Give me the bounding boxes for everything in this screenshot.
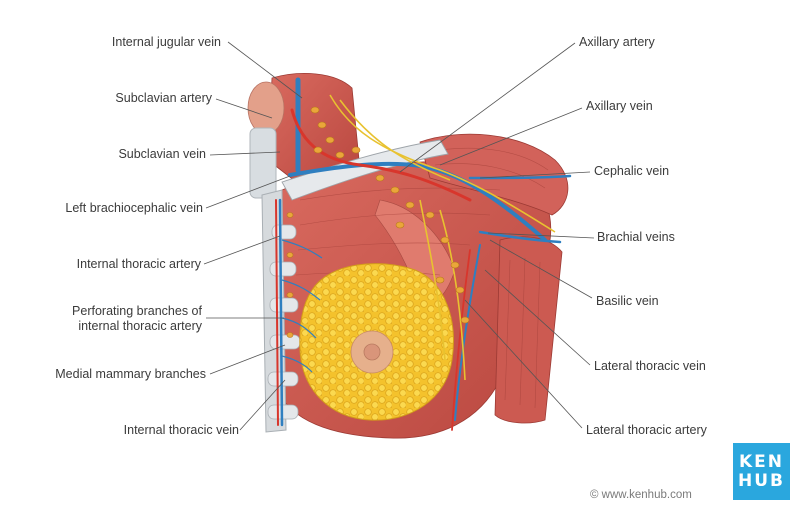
nipple [363,343,381,361]
label-lateral-thoracic-artery: Lateral thoracic artery [586,423,707,437]
label-internal-thoracic-artery: Internal thoracic artery [76,257,201,271]
label-axillary-artery: Axillary artery [579,35,655,49]
leader-lines-right [399,42,595,429]
lymph-nodes [286,106,470,338]
thyroid-gland [247,81,285,135]
leader-lines-left [203,41,303,431]
logo-line-1: KEN [738,452,784,472]
upper-arm [494,236,563,424]
label-medial-mammary-branches: Medial mammary branches [55,367,206,381]
label-subclavian-vein: Subclavian vein [118,147,206,161]
perforating-branches [281,239,323,373]
label-perforating-branches: Perforating branches of internal thoraci… [72,304,202,333]
kenhub-logo[interactable]: KEN HUB [733,443,790,500]
label-brachial-veins: Brachial veins [597,230,675,244]
label-axillary-vein: Axillary vein [586,99,653,113]
label-left-brachiocephalic-vein: Left brachiocephalic vein [65,201,203,215]
label-subclavian-artery: Subclavian artery [115,91,212,105]
label-internal-thoracic-vein: Internal thoracic vein [123,423,239,437]
label-basilic-vein: Basilic vein [596,294,659,308]
logo-line-2: HUB [738,471,785,491]
trachea [249,127,277,199]
label-cephalic-vein: Cephalic vein [594,164,670,178]
copyright-credit[interactable]: © www.kenhub.com [590,489,692,501]
label-internal-jugular-vein: Internal jugular vein [111,35,221,49]
label-lateral-thoracic-vein: Lateral thoracic vein [594,359,706,373]
